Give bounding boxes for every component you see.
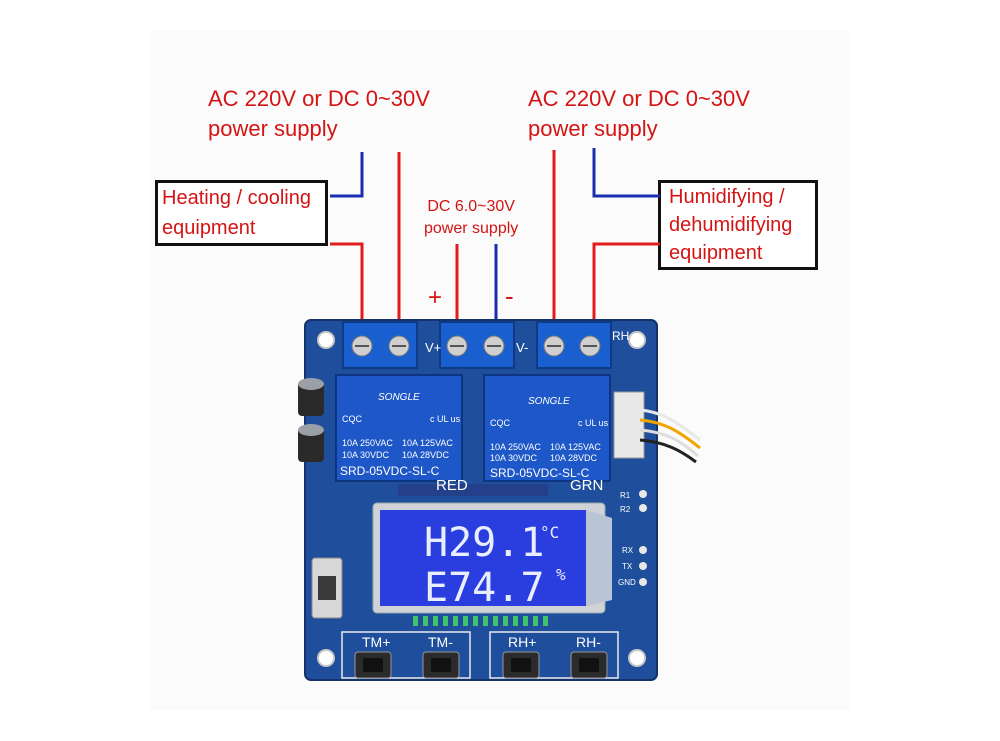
label-tm-minus: TM- (428, 634, 453, 650)
relay-left-rating1: 10A 250VAC (342, 438, 393, 448)
lcd-tab (586, 510, 612, 606)
label-rh-minus: RH- (576, 634, 601, 650)
mount-hole-br (628, 649, 646, 667)
mount-hole-bl (317, 649, 335, 667)
wire-right-blue (592, 148, 660, 198)
wire-left-blue (330, 152, 364, 198)
lcd-screen (380, 510, 586, 606)
label-rh-plus: RH+ (508, 634, 536, 650)
capacitors (298, 378, 324, 462)
silk-gnd: GND (618, 578, 636, 587)
left-supply-line1: AC 220V or DC 0~30V (208, 86, 430, 111)
humid-line2: dehumidifying (669, 214, 793, 236)
silk-grn: GRN (570, 477, 603, 494)
silk-v-minus: V- (516, 340, 528, 355)
silk-v-plus: V+ (425, 340, 441, 355)
lcd-line1-unit: °C (540, 523, 559, 542)
heating-line2: equipment (162, 217, 256, 239)
label-tm-plus: TM+ (362, 634, 390, 650)
lcd-pins (413, 616, 548, 626)
wires (330, 148, 660, 322)
relay-right-rating2: 10A 125VAC (550, 442, 601, 452)
silk-r2: R2 (620, 505, 631, 514)
relay-right-ul: c UL us (578, 418, 609, 428)
silk-tx: TX (622, 562, 633, 571)
relay-right-rating3: 10A 30VDC (490, 453, 538, 463)
relay-left-model: SRD-05VDC-SL-C (340, 464, 440, 478)
relay-left-brand: SONGLE (378, 392, 420, 403)
dc-supply-line1: DC 6.0~30V (427, 198, 515, 215)
terminal-block-left (342, 321, 418, 369)
silk-r1: R1 (620, 491, 631, 500)
plus-sign: + (428, 284, 443, 311)
rh-button-outline (489, 631, 619, 679)
humid-line3: equipment (669, 242, 763, 264)
humid-line1: Humidifying / (669, 186, 785, 208)
relay-left-rating2: 10A 125VAC (402, 438, 453, 448)
relay-right-cqc: CQC (490, 418, 511, 428)
wire-left-red-equipment (330, 242, 364, 322)
silk-red: RED (436, 477, 468, 494)
sensor-cable (639, 408, 701, 464)
heating-line1: Heating / cooling (162, 187, 311, 209)
left-supply-label: AC 220V or DC 0~30V power supply (208, 84, 430, 144)
humidifying-box: Humidifying / dehumidifying equipment (658, 180, 818, 270)
minus-sign: - (505, 281, 514, 311)
mount-hole-tl (317, 331, 335, 349)
right-supply-line2: power supply (528, 116, 658, 141)
pcb-board: SONGLE SONGLE CQC CQC c UL us c UL us 10… (298, 319, 701, 681)
lcd-line2-unit: % (556, 565, 566, 584)
terminal-block-right (536, 321, 612, 369)
relay-left-rating3: 10A 30VDC (342, 450, 390, 460)
dc-supply-line2: power supply (424, 220, 519, 237)
relay-right-model: SRD-05VDC-SL-C (490, 466, 590, 480)
heating-cooling-box: Heating / cooling equipment (155, 180, 328, 246)
relay-left-rating4: 10A 28VDC (402, 450, 450, 460)
relay-right-rating1: 10A 250VAC (490, 442, 541, 452)
serial-pads (639, 546, 647, 586)
lcd-line2: E74.7 (424, 565, 544, 611)
led-pads (639, 490, 647, 512)
relay-right (483, 374, 611, 482)
right-supply-line1: AC 220V or DC 0~30V (528, 86, 750, 111)
silk-rh: RH (612, 329, 629, 343)
lcd-line1: H29.1 (424, 520, 544, 566)
left-supply-line2: power supply (208, 116, 338, 141)
relay-left (335, 374, 463, 482)
tm-button-outline (341, 631, 471, 679)
right-supply-label: AC 220V or DC 0~30V power supply (528, 84, 750, 144)
relay-right-rating4: 10A 28VDC (550, 453, 598, 463)
sensor-connector (613, 391, 645, 459)
header-pins (398, 484, 548, 496)
relay-right-brand: SONGLE (528, 396, 570, 407)
terminal-block-power (439, 321, 515, 369)
push-buttons (354, 651, 608, 679)
dc-supply-label: DC 6.0~30V power supply (424, 196, 518, 240)
mount-hole-tr (628, 331, 646, 349)
relay-left-ul: c UL us (430, 414, 461, 424)
wire-right-red-equipment (592, 242, 660, 322)
silk-rx: RX (622, 546, 634, 555)
relay-left-cqc: CQC (342, 414, 363, 424)
